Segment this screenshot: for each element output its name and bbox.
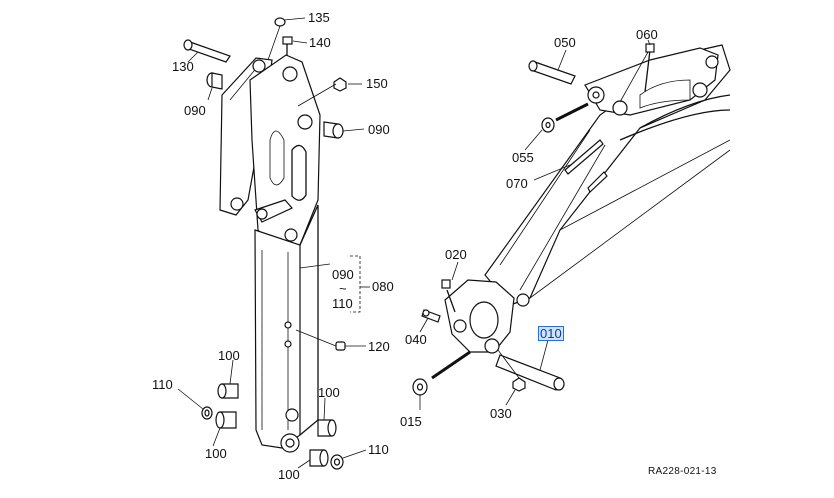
nut-030 <box>512 377 526 392</box>
label-060[interactable]: 060 <box>636 27 658 42</box>
diagram-reference-code: RA228-021-13 <box>648 466 717 477</box>
label-range-tilde: ~ <box>339 281 347 296</box>
grease-fitting-120 <box>335 341 346 351</box>
nut-150 <box>333 77 347 92</box>
label-050[interactable]: 050 <box>554 35 576 50</box>
label-135[interactable]: 135 <box>308 10 330 25</box>
label-040[interactable]: 040 <box>405 332 427 347</box>
bolt-140 <box>282 36 293 56</box>
pin-050 <box>528 60 576 85</box>
label-090-left[interactable]: 090 <box>184 103 206 118</box>
pin-010 <box>495 354 565 391</box>
label-150[interactable]: 150 <box>366 76 388 91</box>
label-100-upper-left[interactable]: 100 <box>218 348 240 363</box>
label-100-right[interactable]: 100 <box>318 385 340 400</box>
label-020[interactable]: 020 <box>445 247 467 262</box>
bolt-020 <box>441 279 456 313</box>
washer-135 <box>274 17 286 27</box>
label-030[interactable]: 030 <box>490 406 512 421</box>
label-090-right[interactable]: 090 <box>368 122 390 137</box>
left-leader-lines <box>177 17 370 469</box>
label-100-bottom[interactable]: 100 <box>278 467 300 482</box>
washer-015 <box>412 350 471 396</box>
label-015[interactable]: 015 <box>400 414 422 429</box>
label-140[interactable]: 140 <box>309 35 331 50</box>
label-080[interactable]: 080 <box>372 279 394 294</box>
label-120[interactable]: 120 <box>368 339 390 354</box>
boom-assembly <box>444 44 731 354</box>
label-110-right[interactable]: 110 <box>368 442 389 457</box>
label-110-range-end[interactable]: 110 <box>332 296 353 311</box>
lower-bushings <box>201 383 344 470</box>
label-110-left[interactable]: 110 <box>152 377 173 392</box>
label-070[interactable]: 070 <box>506 176 528 191</box>
bushing-090-right <box>323 121 344 139</box>
label-010-selected[interactable]: 010 <box>538 326 564 341</box>
label-130[interactable]: 130 <box>172 59 194 74</box>
right-leader-lines <box>419 39 651 410</box>
label-100-lower-left[interactable]: 100 <box>205 446 227 461</box>
bushing-090-left <box>206 72 223 90</box>
fitting-040 <box>421 309 441 323</box>
washer-055 <box>541 102 589 133</box>
label-055[interactable]: 055 <box>512 150 534 165</box>
label-090-range-start[interactable]: 090 <box>332 267 354 282</box>
pin-130 <box>183 39 231 63</box>
